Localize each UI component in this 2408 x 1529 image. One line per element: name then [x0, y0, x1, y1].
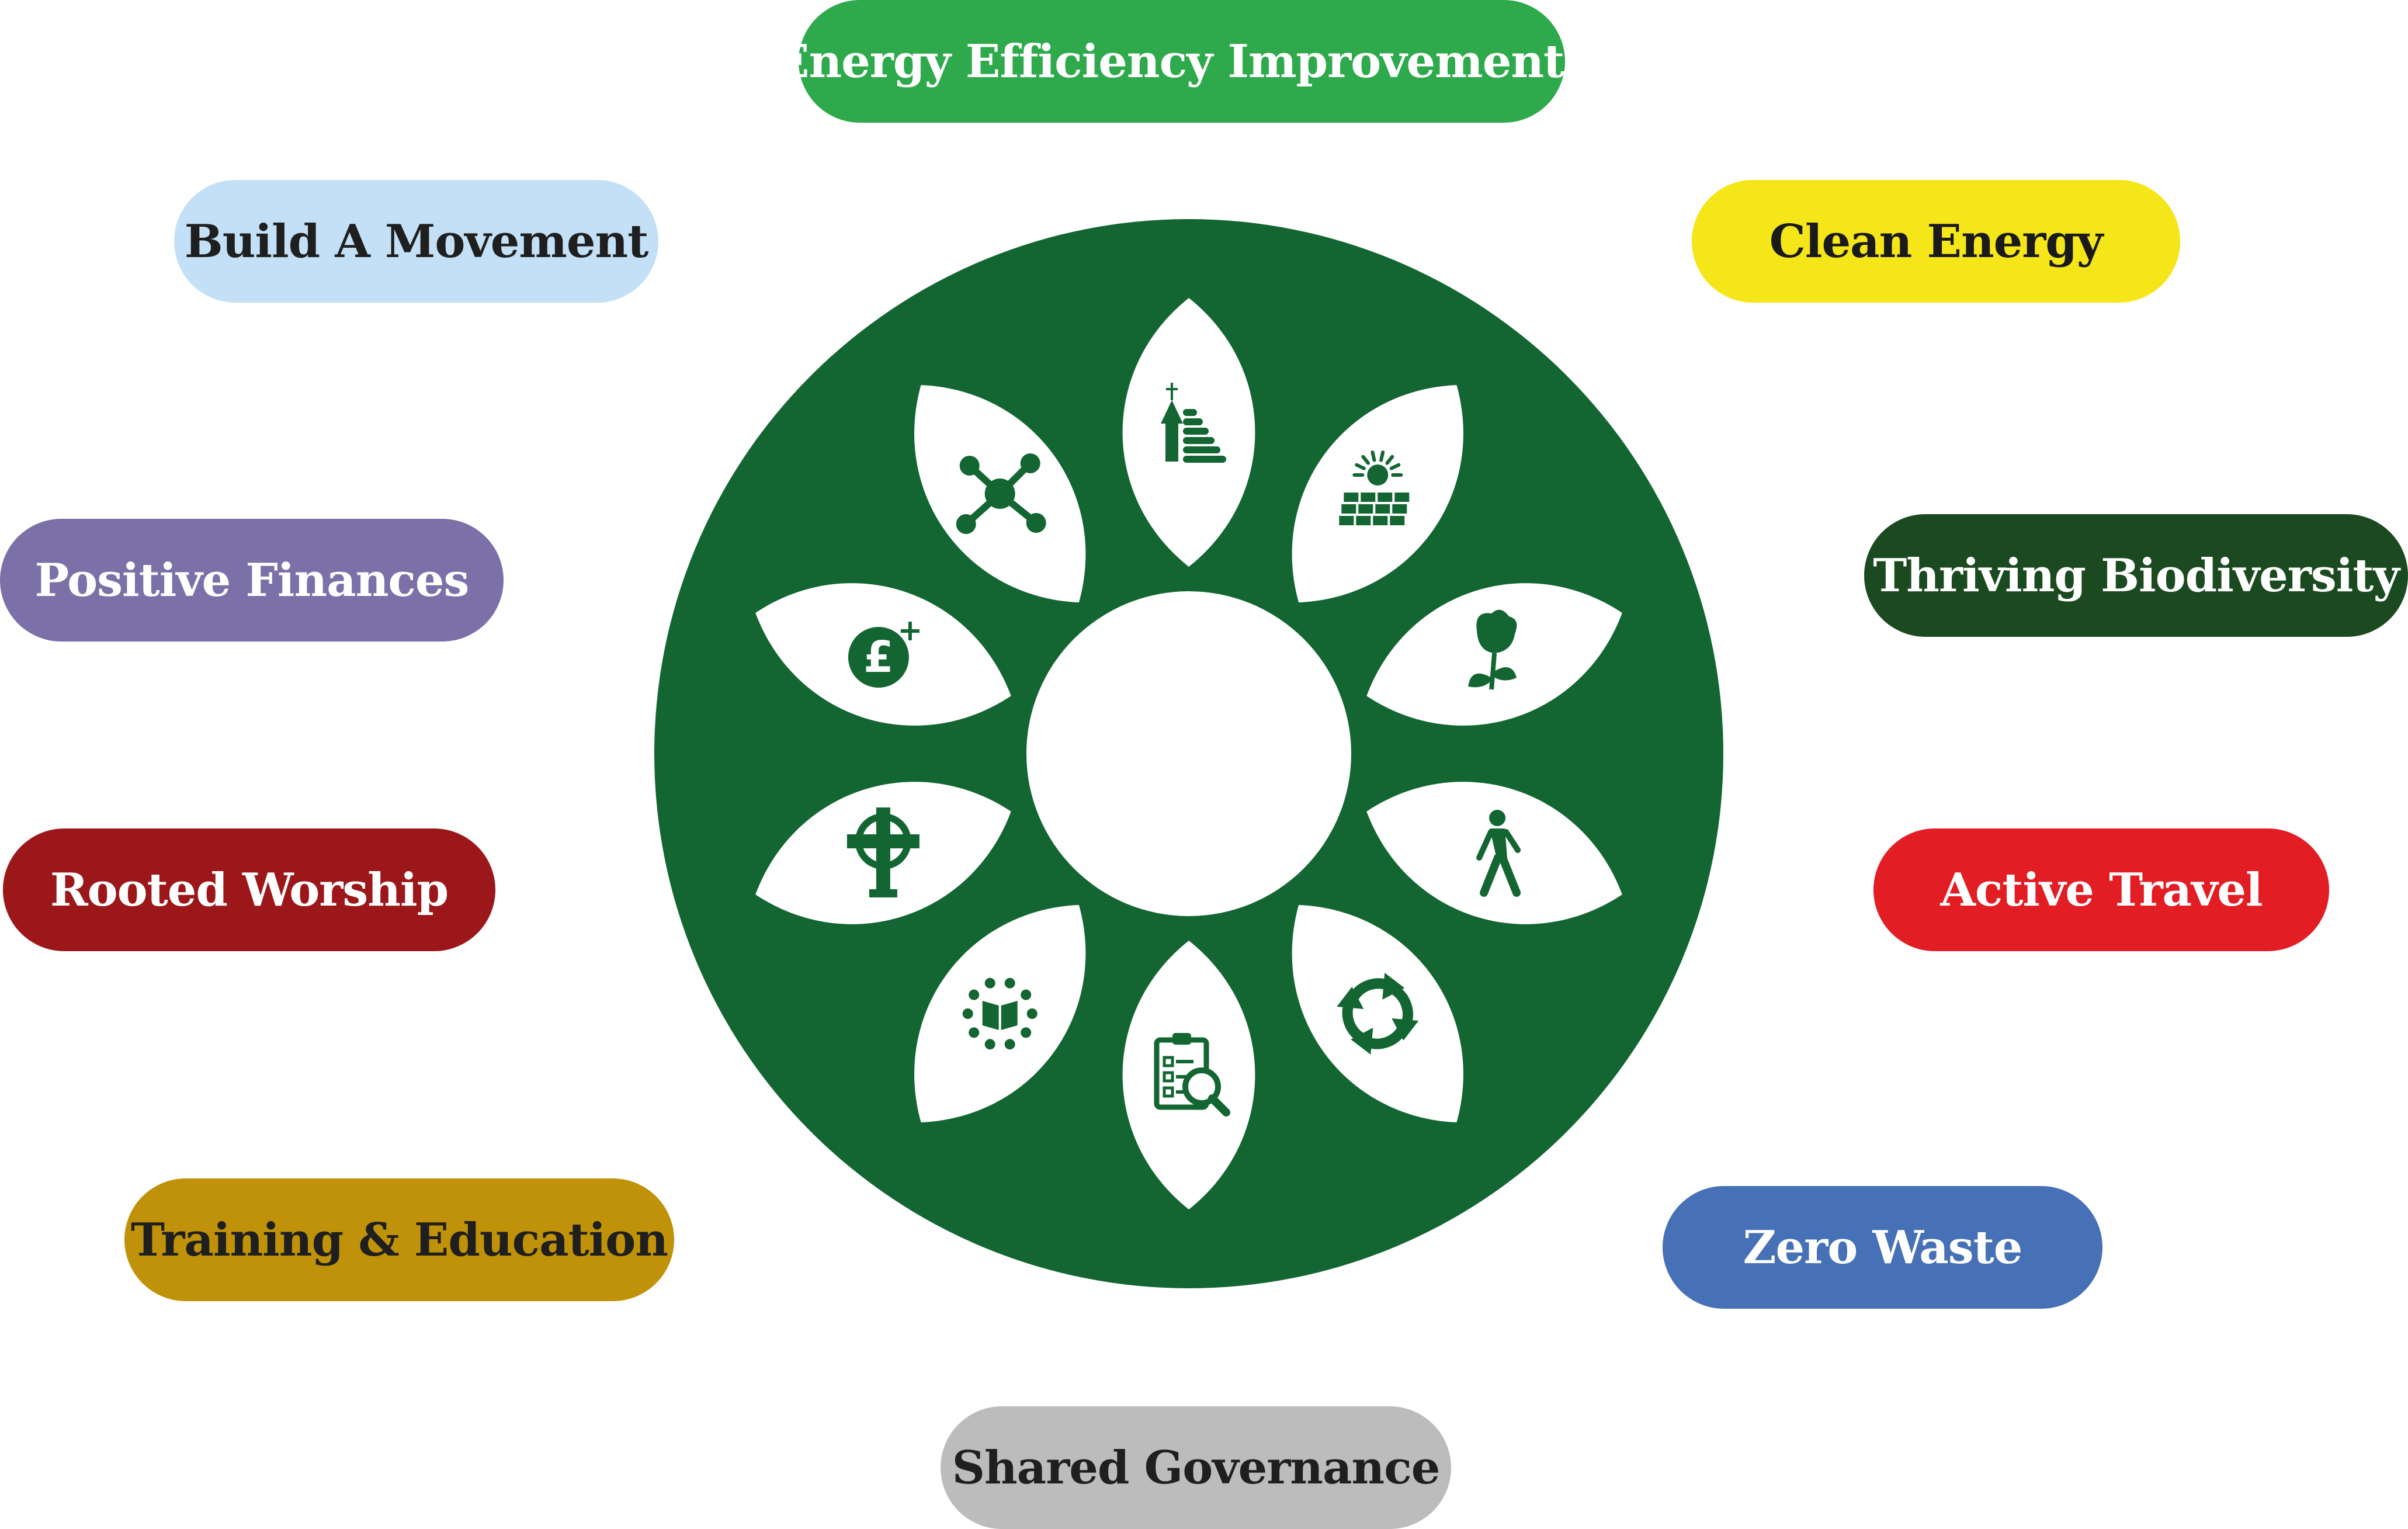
solar-panel-icon: [1339, 450, 1410, 525]
petal-recycle-arrows: [1292, 904, 1463, 1123]
theme-build-a-movement: Build A Movement: [174, 180, 658, 303]
theme-label: Energy Efficiency Improvements: [775, 34, 1590, 88]
walking-person-icon: [1476, 810, 1521, 897]
flower-icon: [1468, 609, 1517, 690]
petal-shape: [1366, 782, 1622, 924]
petal-book-community: [914, 904, 1086, 1123]
theme-training-education: Training & Education: [124, 1178, 674, 1301]
theme-positive-finances: Positive Finances: [0, 519, 504, 642]
church-energy-rating-icon: [1161, 383, 1226, 463]
theme-label: Positive Finances: [34, 553, 470, 607]
petals-layer: £: [755, 298, 1622, 1209]
theme-clean-energy: Clean Energy: [1692, 180, 2180, 303]
clipboard-search-icon: [1154, 1033, 1230, 1117]
theme-label: Active Travel: [1940, 863, 2263, 917]
theme-label: Rooted Worship: [50, 863, 449, 917]
theme-active-travel: Active Travel: [1873, 828, 2329, 951]
petal-shape: [914, 904, 1086, 1123]
theme-label: Zero Waste: [1743, 1221, 2023, 1274]
theme-energy-efficiency: Energy Efficiency Improvements: [775, 0, 1590, 123]
petal-walking-person: [1366, 782, 1622, 924]
pound-plus-icon: £: [848, 622, 920, 688]
book-community-icon: [962, 977, 1038, 1050]
petal-shape: [1292, 384, 1463, 603]
network-nodes-icon: [956, 453, 1046, 534]
theme-label: Clean Energy: [1769, 214, 2103, 268]
petal-solar-panel: [1292, 384, 1463, 603]
wheel-hub: [1026, 591, 1351, 916]
petal-shape: [1292, 904, 1463, 1123]
theme-label: Thriving Biodiversity: [1873, 549, 2400, 602]
celtic-cross-icon: [846, 807, 920, 897]
theme-thriving-biodiversity: Thriving Biodiversity: [1864, 514, 2408, 637]
theme-rooted-worship: Rooted Worship: [3, 828, 495, 951]
theme-label: Training & Education: [130, 1213, 668, 1267]
theme-label: Build A Movement: [184, 214, 648, 268]
svg-text:£: £: [863, 632, 894, 682]
theme-zero-waste: Zero Waste: [1663, 1186, 2102, 1309]
recycle-arrows-icon: [1337, 973, 1419, 1055]
theme-label: Shared Governance: [952, 1441, 1441, 1495]
theme-shared-governance: Shared Governance: [941, 1406, 1451, 1529]
